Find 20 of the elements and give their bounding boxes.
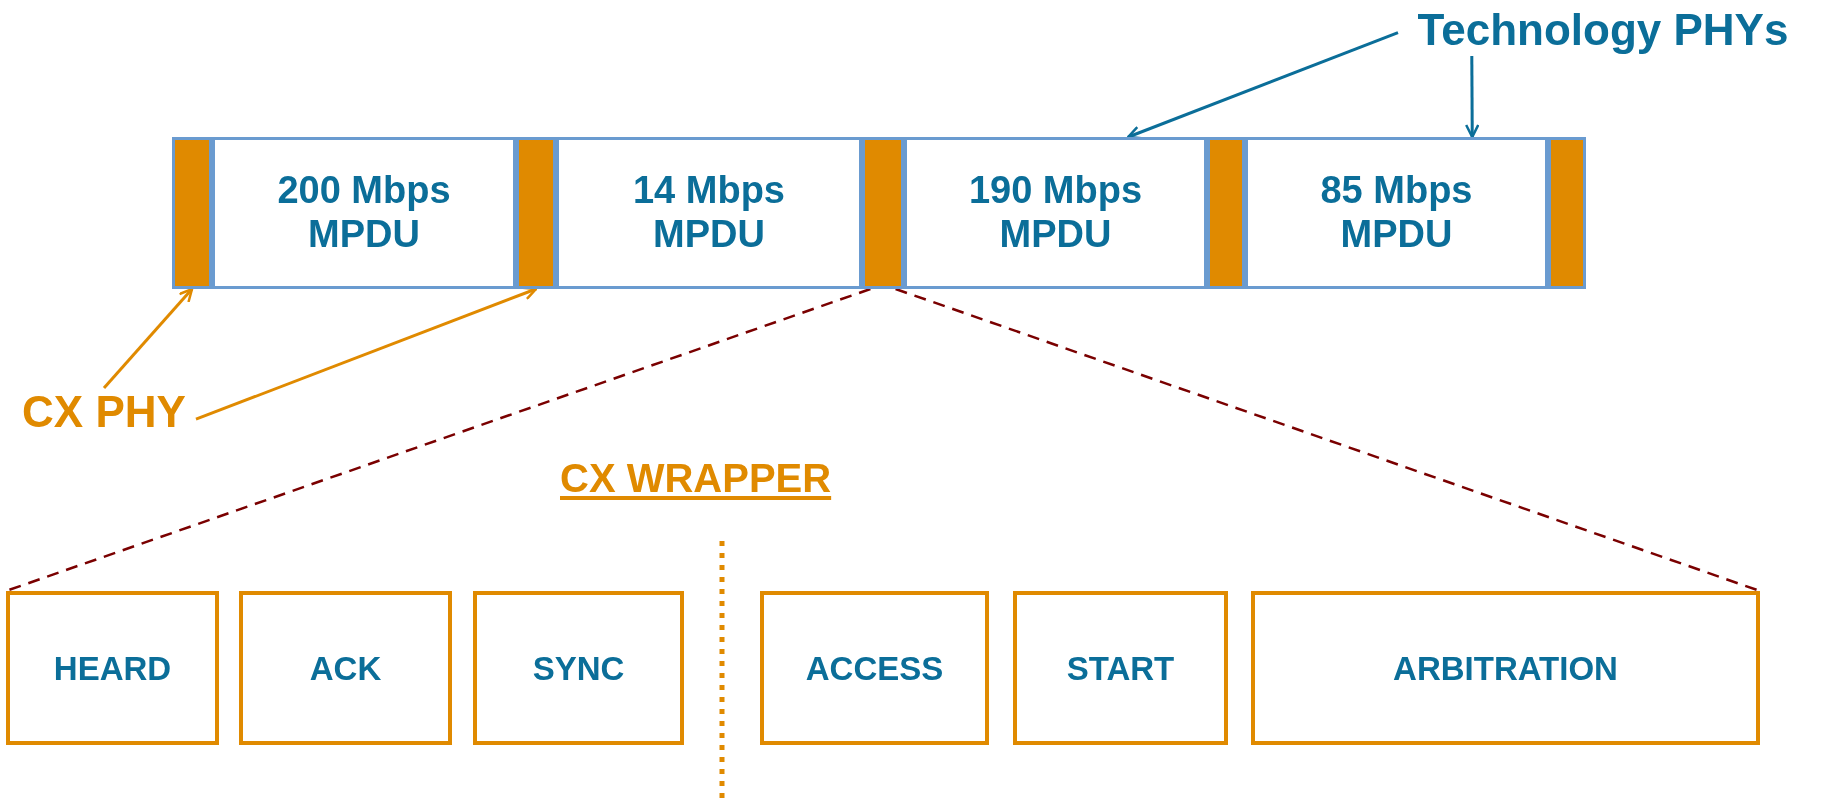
callout-text: CX PHY — [12, 388, 196, 436]
mpdu-box: 14 Mbps MPDU — [556, 137, 862, 289]
arrow — [102, 287, 194, 389]
header-bar — [1548, 137, 1586, 289]
header-bar — [516, 137, 556, 289]
field-box: SYNC — [473, 591, 684, 745]
field-box: ACK — [239, 591, 452, 745]
callout-text: Technology PHYs — [1398, 4, 1808, 56]
header-bar — [172, 137, 212, 289]
field-box: ARBITRATION — [1251, 591, 1760, 745]
field-box: ACCESS — [760, 591, 989, 745]
header-bar — [1207, 137, 1245, 289]
mpdu-box: 200 Mbps MPDU — [212, 137, 516, 289]
field-box: HEARD — [6, 591, 219, 745]
mpdu-box: 190 Mbps MPDU — [904, 137, 1207, 289]
field-box: START — [1013, 591, 1228, 745]
mpdu-box: 85 Mbps MPDU — [1245, 137, 1548, 289]
arrow — [1464, 56, 1480, 139]
section-heading: CX WRAPPER — [560, 458, 832, 498]
header-bar — [862, 137, 904, 289]
